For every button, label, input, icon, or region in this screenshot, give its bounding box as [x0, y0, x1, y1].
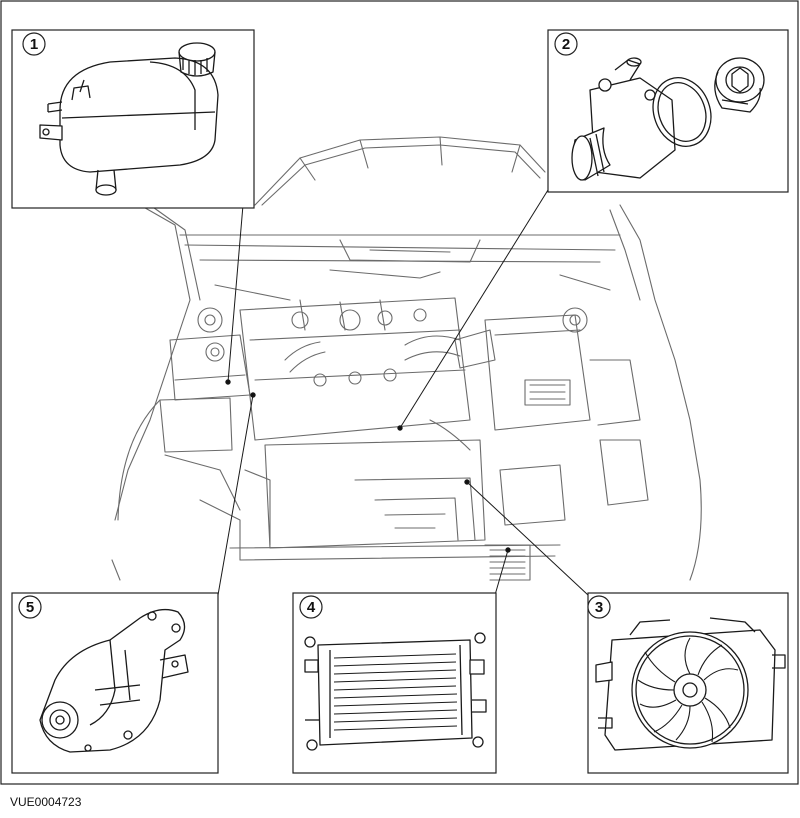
leader-line-3: [466, 481, 589, 596]
callout-label-4: 4: [307, 599, 316, 616]
callout-label-5: 5: [26, 599, 34, 616]
leader-line-1: [227, 204, 244, 383]
leader-line-2: [399, 189, 549, 429]
callout-circle-2: [554, 32, 578, 56]
leader-line-5: [217, 394, 254, 596]
water-pump-icon: [39, 608, 189, 753]
thermostat-housing-icon: [571, 57, 765, 181]
callout-circle-3: [587, 595, 611, 619]
panel-1: 1: [11, 29, 255, 209]
leader-line-4: [494, 549, 509, 596]
callout-circle-5: [18, 595, 42, 619]
callout-label-3: 3: [595, 599, 603, 616]
cooling-fan-icon: [595, 617, 786, 751]
radiator-icon: [304, 632, 487, 751]
callout-label-1: 1: [30, 36, 38, 53]
coolant-expansion-tank-icon: [39, 42, 219, 196]
callout-circle-4: [299, 595, 323, 619]
leader-lines: [217, 189, 589, 596]
panel-5: 5: [11, 592, 219, 774]
panel-4: 4: [292, 592, 497, 774]
callout-circle-1: [22, 32, 46, 56]
panel-2: 2: [547, 29, 789, 193]
figure-id: VUE0004723: [10, 795, 82, 809]
engine-bay-drawing: [111, 136, 702, 581]
panel-3: 3: [587, 592, 789, 774]
outer-frame: [0, 0, 799, 785]
callout-label-2: 2: [562, 36, 570, 53]
